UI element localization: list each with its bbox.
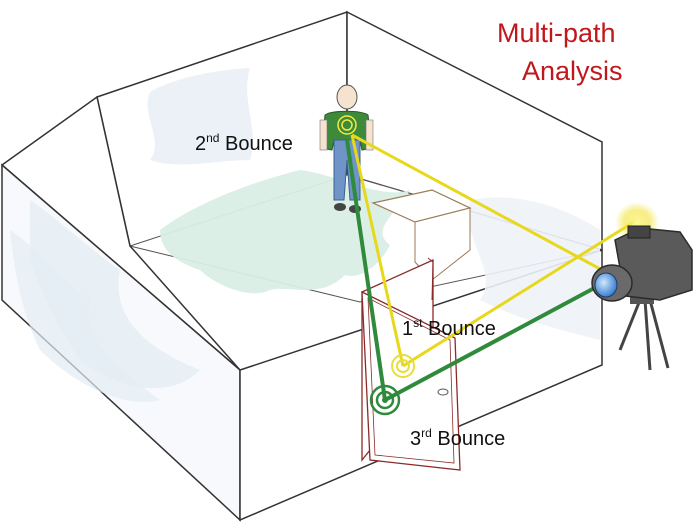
tripod-leg-right <box>648 299 670 369</box>
door-leaf-inner <box>367 297 455 464</box>
second-bounce-ordinal: 2 <box>195 133 206 155</box>
yellow-beam-camera-to-door <box>402 218 638 368</box>
tripod-leg-center <box>643 299 652 371</box>
title-line-2: Analysis <box>522 56 623 86</box>
camera-top <box>627 225 651 239</box>
second-bounce-label: 2nd Bounce <box>195 131 293 155</box>
back-wall-shade <box>147 68 253 165</box>
room <box>0 10 603 522</box>
first-bounce-label: 1st Bounce <box>402 316 496 340</box>
bounce-ring-icon <box>391 354 415 378</box>
light-paths <box>345 133 638 402</box>
bounce-ring-inner <box>341 119 353 131</box>
camera-lens <box>594 272 618 298</box>
first-bounce-word: Bounce <box>422 318 495 340</box>
person-left-arm <box>319 119 328 151</box>
third-bounce-suffix: rd <box>421 426 432 440</box>
first-bounce-ordinal: 1 <box>402 318 413 340</box>
yellow-beam-door-to-person <box>350 134 405 367</box>
bounce-ring-icon <box>382 397 388 403</box>
front-wall-shade <box>10 230 160 402</box>
bounce-ring-icon <box>396 359 410 373</box>
third-bounce-word: Bounce <box>432 428 505 450</box>
person-icon <box>319 84 374 213</box>
first-bounce-rings <box>391 354 415 378</box>
bounce-ring-icon <box>369 384 401 416</box>
door-icon <box>361 257 461 471</box>
third-bounce-ordinal: 3 <box>410 428 421 450</box>
second-bounce-suffix: nd <box>206 131 219 145</box>
door-jamb <box>427 257 434 301</box>
person-head <box>336 84 358 110</box>
camera-icon <box>591 202 693 371</box>
third-bounce-rings <box>369 384 401 416</box>
green-beam-door-to-person <box>345 139 387 401</box>
floor-shadow <box>160 170 410 294</box>
second-bounce-word: Bounce <box>219 133 292 155</box>
person-shoe-left <box>334 203 346 211</box>
third-bounce-label: 3rd Bounce <box>410 426 505 450</box>
tripod-leg-left <box>618 299 642 351</box>
bounce-ring-icon <box>375 390 395 410</box>
door-leaf <box>361 290 461 471</box>
first-bounce-suffix: st <box>413 316 423 330</box>
green-beam-camera-to-door <box>384 283 601 402</box>
yellow-beam-person-to-camera <box>351 133 616 279</box>
bounce-ring-icon <box>337 115 357 135</box>
person-right-arm <box>365 119 374 151</box>
door-knob <box>437 388 449 396</box>
title-line-1: Multi-path <box>497 18 616 48</box>
